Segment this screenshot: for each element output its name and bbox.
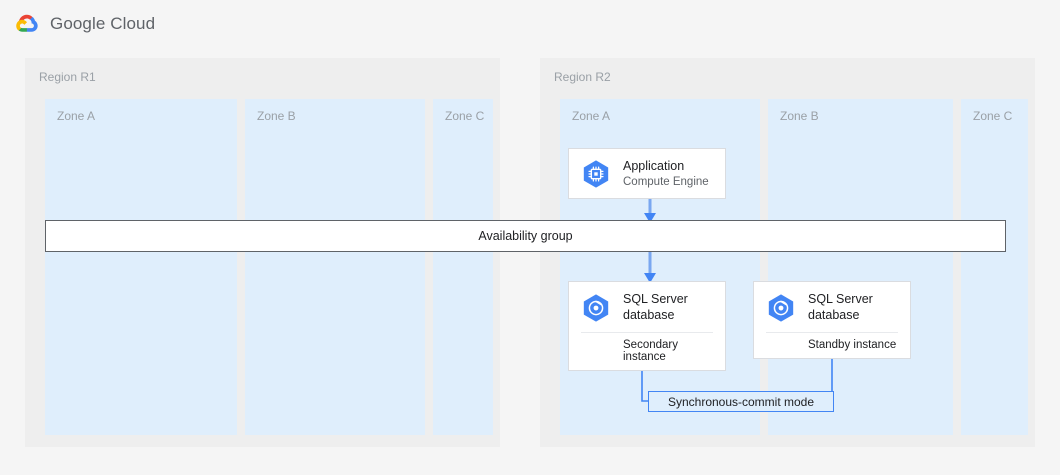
card-text: Application Compute Engine [623,159,709,189]
google-cloud-logo-icon [16,14,38,32]
zone-label: Zone A [57,109,96,123]
region-r2-zone-c: Zone C [961,99,1028,435]
availability-group-bar: Availability group [45,220,1006,252]
region-r1: Region R1 Zone A Zone B Zone C [25,58,500,447]
brand-title: Google Cloud [50,14,156,33]
zone-label: Zone B [257,109,296,123]
region-r1-zone-c: Zone C [433,99,493,435]
compute-engine-icon [583,160,609,188]
availability-group-label: Availability group [478,229,573,243]
zone-label: Zone C [973,109,1013,123]
card-main: SQL Server database [754,282,910,332]
zone-label: Zone C [445,109,485,123]
region-r1-zone-b: Zone B [245,99,425,435]
card-main: SQL Server database [569,282,725,332]
card-subtitle: Compute Engine [623,175,709,188]
connector-availability-group-to-sql-secondary [644,250,656,283]
connector-application-to-availability-group [644,196,656,223]
card-title: Application [623,159,685,173]
card-footer-instance-role: Secondary instance [581,332,713,370]
connector-label: Synchronous-commit mode [667,394,815,409]
zone-label: Zone B [780,109,819,123]
sql-server-database-icon [768,294,794,322]
node-card-sql-standby[interactable]: SQL Server database Standby instance [753,281,911,360]
region-r2-zone-b: Zone B [768,99,953,435]
card-text: SQL Server database [623,292,688,323]
region-r2-label: Region R2 [554,70,611,84]
card-footer-instance-role: Standby instance [766,332,898,358]
page-header: Google Cloud [0,0,1060,48]
node-card-application[interactable]: Application Compute Engine [568,148,726,199]
sql-server-database-icon [583,294,609,322]
synchronous-commit-mode-label: Synchronous-commit mode [648,391,834,412]
card-text: SQL Server database [808,292,873,323]
region-r1-label: Region R1 [39,70,96,84]
region-r2: Region R2 Zone A Zone B Zone C [540,58,1035,447]
card-title: SQL Server database [623,292,688,322]
card-title: SQL Server database [808,292,873,322]
node-card-sql-secondary[interactable]: SQL Server database Secondary instance [568,281,726,372]
zone-label: Zone A [572,109,611,123]
region-r1-zone-a: Zone A [45,99,237,435]
card-main: Application Compute Engine [569,149,725,198]
